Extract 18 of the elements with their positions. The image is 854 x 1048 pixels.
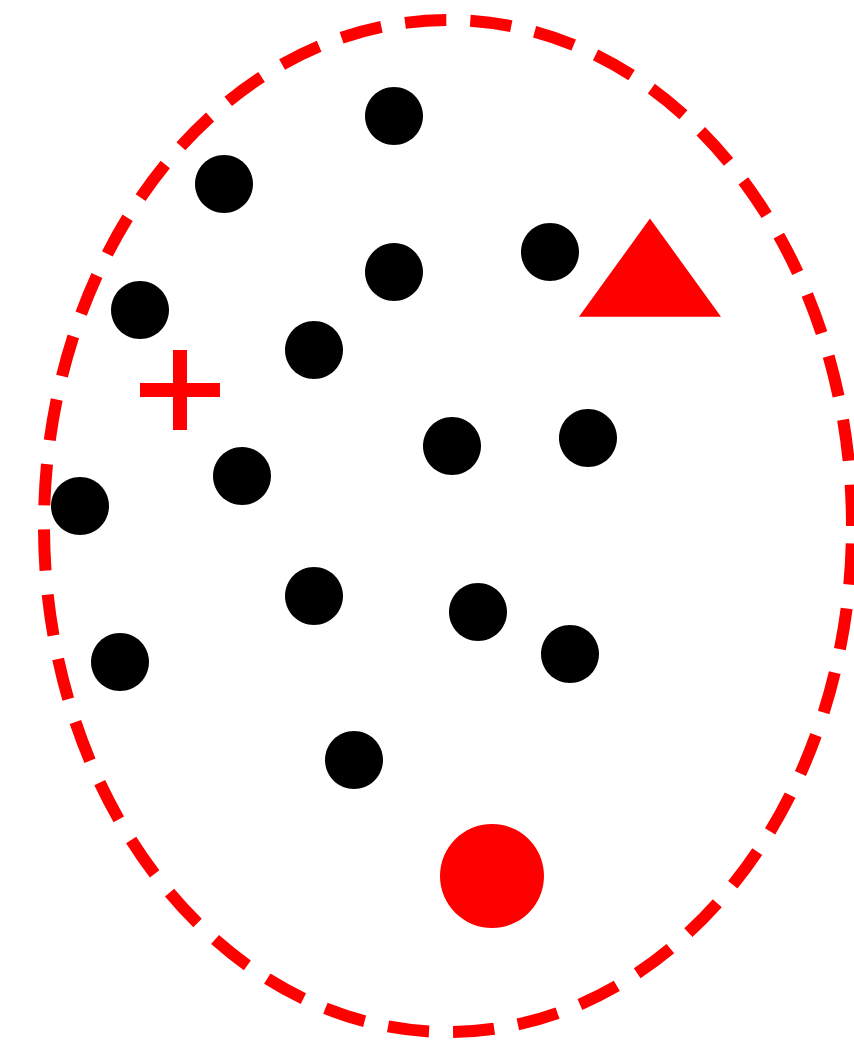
triangle: [578, 218, 721, 317]
dot: [51, 477, 109, 535]
dot: [91, 633, 149, 691]
circle: [440, 824, 544, 928]
dot: [195, 155, 253, 213]
dot: [365, 243, 423, 301]
dot: [111, 281, 169, 339]
plus-sign: [140, 350, 220, 430]
dot: [559, 409, 617, 467]
dot: [285, 321, 343, 379]
dot: [325, 731, 383, 789]
dot: [423, 417, 481, 475]
dot: [541, 625, 599, 683]
dot: [213, 447, 271, 505]
dot: [285, 567, 343, 625]
dot: [449, 583, 507, 641]
dot: [521, 223, 579, 281]
dot: [365, 87, 423, 146]
